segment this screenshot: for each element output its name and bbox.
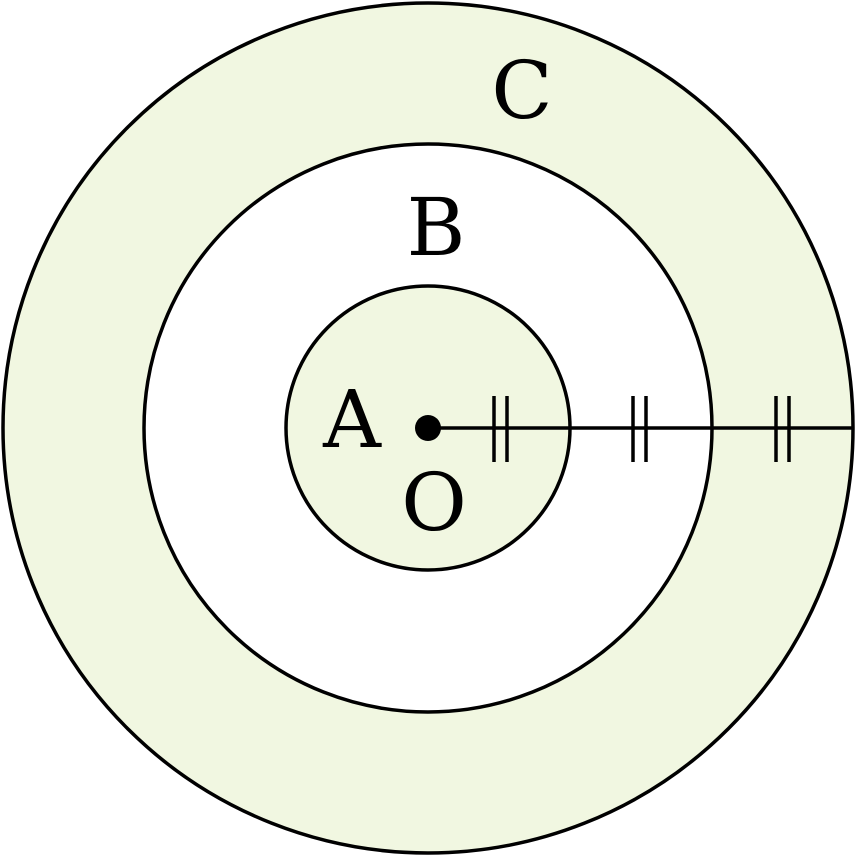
label-o: O [401,456,467,549]
tick-mark-segment-3 [774,396,791,462]
tick-mark-segment-2 [631,396,648,462]
tick-mark-segment-1 [492,396,509,462]
label-c: C [491,44,552,137]
label-a: A [322,373,382,466]
label-b: B [407,181,466,274]
center-point [415,415,441,441]
